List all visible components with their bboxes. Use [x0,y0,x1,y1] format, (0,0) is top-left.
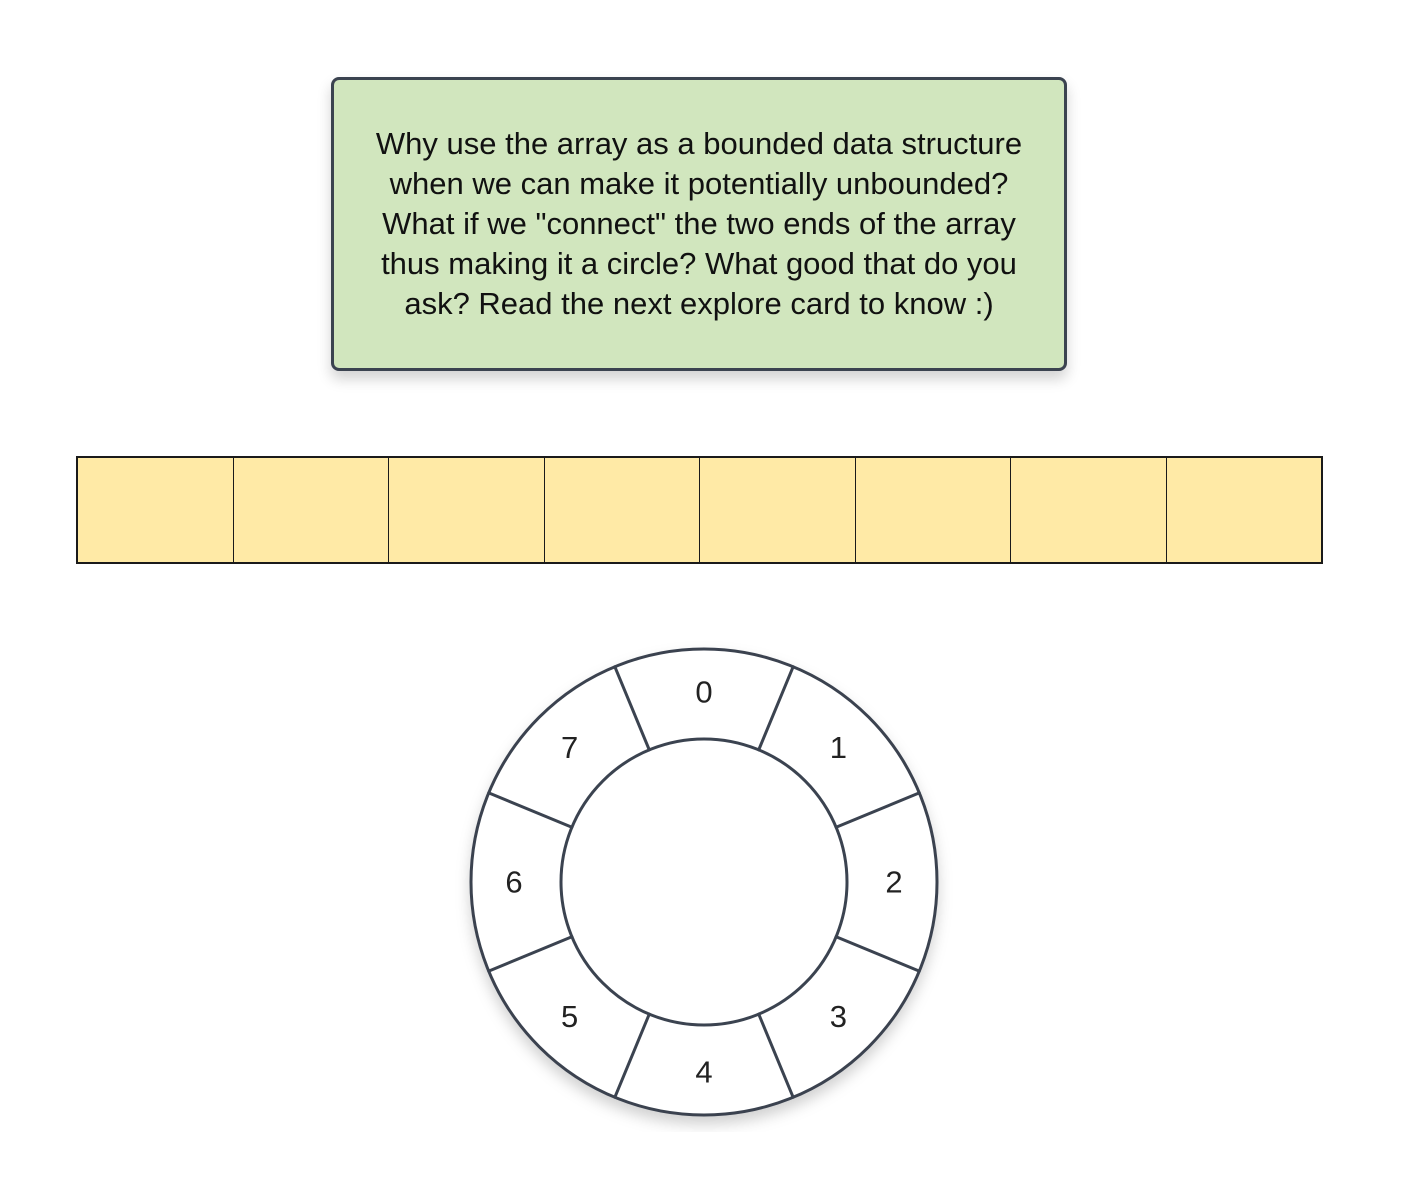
array-cell [545,458,700,562]
ring-slot-label: 0 [695,675,712,710]
ring-segment-divider [613,1012,651,1099]
ring-slot-label: 7 [561,730,578,765]
ring-slot-label: 1 [830,730,847,765]
array-cell [234,458,389,562]
ring-slot-label: 6 [505,865,522,900]
ring-inner-edge [559,737,849,1027]
note-line: Why use the array as a bounded data stru… [375,126,1023,161]
ring-segment-divider [613,665,651,752]
array-cell [389,458,545,562]
ring-labels: 0 1 2 3 4 5 6 7 [505,675,902,1090]
ring-segment-divider [487,935,574,973]
array-cell [856,458,1011,562]
ring-dividers [487,665,921,1099]
circular-array: 0 1 2 3 4 5 6 7 [469,647,939,1117]
array-cell [78,458,234,562]
array-cell [700,458,856,562]
ring-segment-divider [487,791,574,829]
ring-slot-label: 5 [561,999,578,1034]
array-cell [1167,458,1322,562]
note-line: when we can make it potentially unbounde… [389,166,1009,201]
array-cell [1011,458,1167,562]
ring-slot-label: 3 [830,999,847,1034]
linear-array [76,456,1323,564]
explanation-note-card: Why use the array as a bounded data stru… [331,77,1067,371]
note-line: What if we "connect" the two ends of the… [382,206,1016,241]
ring-slot-label: 2 [885,865,902,900]
note-line: thus making it a circle? What good that … [381,246,1017,281]
ring-segment-divider [834,935,921,973]
ring-segment-divider [757,1012,795,1099]
note-text: Why use the array as a bounded data stru… [376,124,1022,324]
ring-segment-divider [757,665,795,752]
note-line: ask? Read the next explore card to know … [404,286,994,321]
ring-slot-label: 4 [695,1055,712,1090]
ring-segment-divider [834,791,921,829]
